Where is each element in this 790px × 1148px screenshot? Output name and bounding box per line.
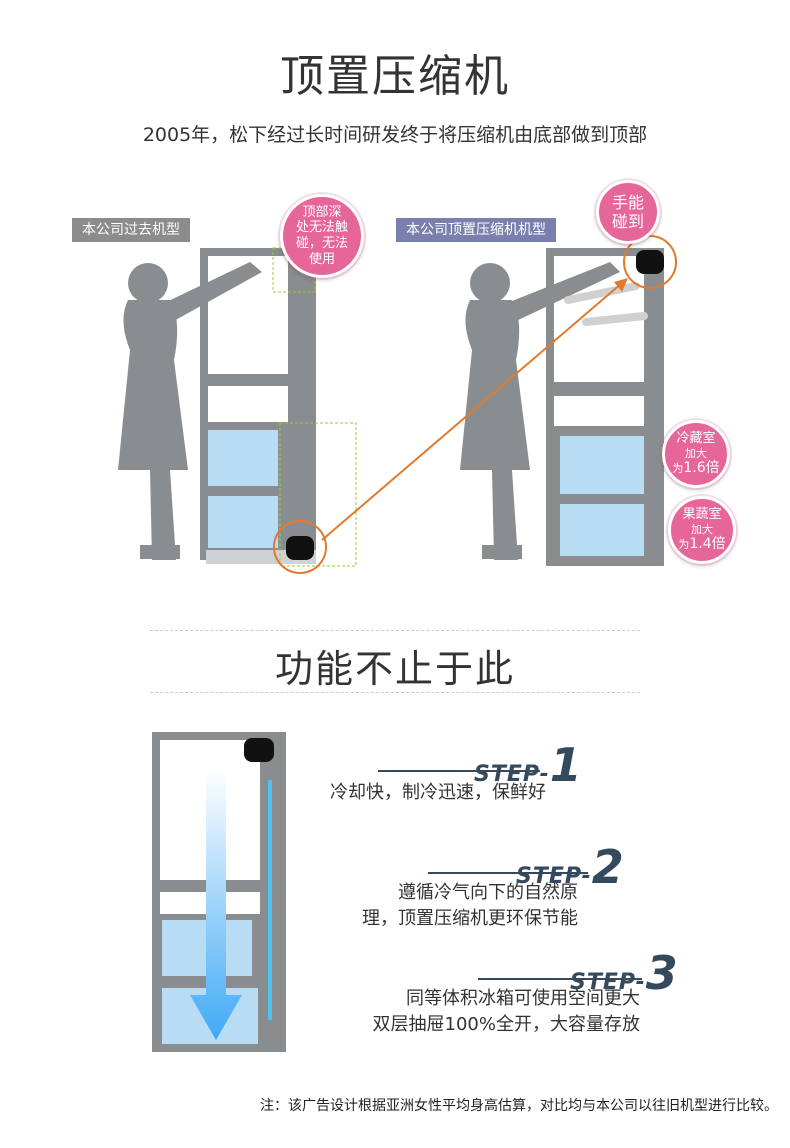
bubble-line: 冷藏室 bbox=[676, 431, 716, 447]
new-model-tag: 本公司顶置压缩机机型 bbox=[396, 218, 556, 242]
step-1-heading: STEP-1 bbox=[474, 738, 582, 792]
bubble-line: 使用 bbox=[308, 251, 335, 267]
step-number: 2 bbox=[591, 840, 624, 894]
bubble-line: 果蔬室 bbox=[682, 507, 722, 523]
bubble-line: 顶部深 bbox=[302, 204, 342, 220]
step-text-line: 同等体积冰箱可使用空间更大 bbox=[406, 988, 640, 1009]
page-title: 顶置压缩机 bbox=[280, 51, 510, 102]
relocation-arrow bbox=[321, 282, 623, 541]
airflow-side-bar bbox=[268, 780, 272, 1020]
woman-silhouette-right bbox=[460, 262, 620, 560]
section-divider-top bbox=[150, 630, 640, 631]
step-2-line bbox=[428, 872, 588, 874]
old-compressor-highlight bbox=[273, 520, 327, 574]
footnote: 注：该广告设计根据亚洲女性平均身高估算，对比均与本公司以往旧机型进行比较。 bbox=[260, 1098, 778, 1114]
new-compressor-highlight bbox=[623, 235, 677, 289]
step-2-heading: STEP-2 bbox=[516, 840, 624, 894]
comparison-illustration bbox=[118, 235, 677, 574]
bubble-number: 1.4倍 bbox=[689, 535, 726, 552]
step-number: 1 bbox=[549, 738, 582, 792]
bubble-line: 加大 bbox=[691, 522, 713, 536]
step-text-line: 双层抽屉100%全开，大容量存放 bbox=[372, 1014, 640, 1035]
step-1-line bbox=[378, 770, 540, 772]
step-3-text: 同等体积冰箱可使用空间更大 双层抽屉100%全开，大容量存放 bbox=[340, 986, 640, 1038]
step-3-heading: STEP-3 bbox=[570, 946, 678, 1000]
bubble-line: 为1.4倍 bbox=[678, 536, 725, 553]
section-title: 功能不止于此 bbox=[274, 647, 515, 691]
arrow-head-icon bbox=[614, 278, 628, 292]
bubble-prefix: 为 bbox=[672, 461, 684, 475]
motion-arm-1 bbox=[564, 282, 640, 304]
step-text-line: 冷却快，制冷迅速，保鲜好 bbox=[330, 782, 546, 803]
woman-silhouette-left bbox=[118, 262, 262, 560]
step-3-line bbox=[478, 978, 642, 980]
bubble-line: 手能 bbox=[611, 192, 644, 212]
step-text-line: 理，顶置压缩机更环保节能 bbox=[362, 908, 578, 929]
airflow-diagram bbox=[152, 732, 286, 1052]
bubble-line: 碰到 bbox=[611, 212, 644, 231]
fridge-capacity-bubble: 冷藏室 加大 为1.6倍 bbox=[662, 420, 730, 488]
old-model-tag: 本公司过去机型 bbox=[72, 218, 190, 242]
unreachable-bubble: 顶部深 处无法触 碰，无法 使用 bbox=[280, 194, 364, 278]
step-label: STEP- bbox=[474, 762, 550, 787]
bubble-line: 碰，无法 bbox=[295, 236, 348, 251]
bubble-line: 处无法触 bbox=[295, 220, 348, 236]
page-subtitle: 2005年，松下经过长时间研发终于将压缩机由底部做到顶部 bbox=[142, 124, 648, 146]
motion-arm-2 bbox=[582, 312, 648, 326]
step-2-text: 遵循冷气向下的自然原 理，顶置压缩机更环保节能 bbox=[320, 880, 578, 932]
section-divider-bottom bbox=[150, 692, 640, 693]
bubble-prefix: 为 bbox=[678, 537, 690, 551]
bubble-line: 为1.6倍 bbox=[672, 460, 719, 477]
step-label: STEP- bbox=[516, 864, 592, 889]
compressor-icon bbox=[244, 738, 274, 762]
bubble-line: 加大 bbox=[685, 446, 707, 460]
bubble-number: 1.6倍 bbox=[683, 459, 720, 476]
reachable-bubble: 手能 碰到 bbox=[596, 180, 660, 244]
step-label: STEP- bbox=[570, 970, 646, 995]
cold-air-arrow-icon bbox=[190, 770, 242, 1040]
compressor-icon bbox=[636, 250, 664, 274]
step-number: 3 bbox=[645, 946, 678, 1000]
compressor-icon bbox=[286, 536, 314, 560]
step-text-line: 遵循冷气向下的自然原 bbox=[398, 882, 578, 903]
veg-capacity-bubble: 果蔬室 加大 为1.4倍 bbox=[668, 496, 736, 564]
step-1-text: 冷却快，制冷迅速，保鲜好 bbox=[300, 780, 546, 806]
